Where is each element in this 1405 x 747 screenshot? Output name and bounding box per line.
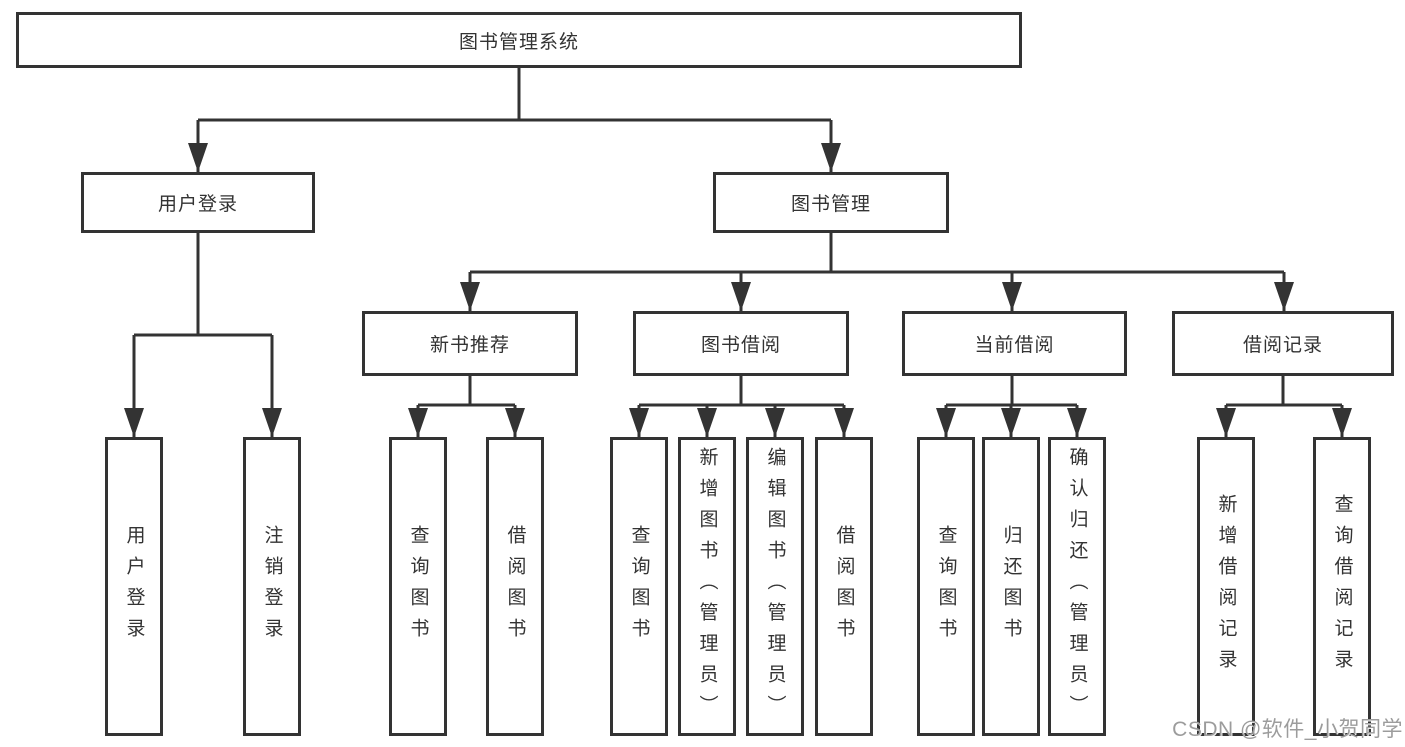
leaf-label: 新增借阅记录 <box>1215 493 1237 680</box>
node-leaf-borrow-books: 借阅图书 <box>815 437 873 736</box>
leaf-label: 借阅图书 <box>504 524 526 649</box>
node-leaf-query-borrow-record: 查询借阅记录 <box>1313 437 1371 736</box>
node-borrow-records: 借阅记录 <box>1172 311 1394 376</box>
node-book-borrow: 图书借阅 <box>633 311 849 376</box>
node-user-login: 用户登录 <box>81 172 315 233</box>
node-leaf-edit-books-admin: 编辑图书（管理员） <box>746 437 804 736</box>
leaf-label: 查询图书 <box>628 524 650 649</box>
node-new-book-recommend: 新书推荐 <box>362 311 578 376</box>
node-leaf-confirm-return-admin: 确认归还（管理员） <box>1048 437 1106 736</box>
leaf-label: 借阅图书 <box>833 524 855 649</box>
node-leaf-return-books: 归还图书 <box>982 437 1040 736</box>
node-leaf-add-borrow-record: 新增借阅记录 <box>1197 437 1255 736</box>
node-leaf-add-books-admin: 新增图书（管理员） <box>678 437 736 736</box>
leaf-label: 查询图书 <box>407 524 429 649</box>
node-leaf-borrow-books-recommend: 借阅图书 <box>486 437 544 736</box>
leaf-label: 查询借阅记录 <box>1331 493 1353 680</box>
node-book-management-system: 图书管理系统 <box>16 12 1022 68</box>
leaf-label: 查询图书 <box>935 524 957 649</box>
watermark-text: CSDN @软件_小贺同学 <box>1172 718 1403 741</box>
node-leaf-logout: 注销登录 <box>243 437 301 736</box>
leaf-label: 用户登录 <box>123 524 145 649</box>
node-current-borrow: 当前借阅 <box>902 311 1127 376</box>
leaf-label: 编辑图书（管理员） <box>764 447 786 726</box>
leaf-label: 注销登录 <box>261 524 283 649</box>
node-book-management: 图书管理 <box>713 172 949 233</box>
node-leaf-user-login: 用户登录 <box>105 437 163 736</box>
leaf-label: 确认归还（管理员） <box>1066 447 1088 726</box>
leaf-label: 新增图书（管理员） <box>696 447 718 726</box>
node-leaf-query-books-borrow: 查询图书 <box>610 437 668 736</box>
leaf-label: 归还图书 <box>1000 524 1022 649</box>
node-leaf-query-books-current: 查询图书 <box>917 437 975 736</box>
node-leaf-query-books-recommend: 查询图书 <box>389 437 447 736</box>
